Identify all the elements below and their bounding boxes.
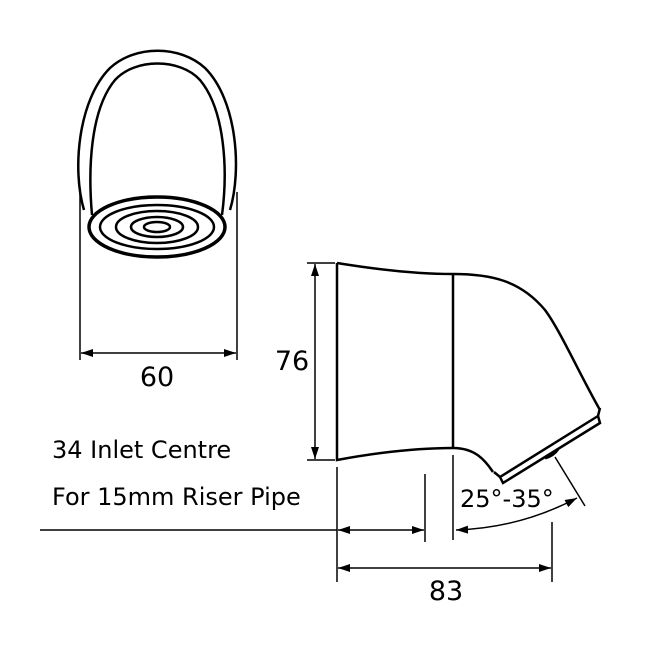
body-outline (335, 261, 602, 473)
head-outer-outline (77, 49, 238, 211)
angle-reference-line (554, 456, 586, 507)
spray-ring-1 (98, 203, 216, 251)
nozzle-plate-front (498, 415, 602, 485)
angle-label: 25°-35° (460, 485, 554, 513)
height-label: 76 (275, 346, 309, 377)
nozzle-tip (544, 448, 560, 460)
nozzle-plate (493, 407, 602, 479)
spray-face-outer (87, 195, 227, 259)
spray-ring-4 (142, 220, 172, 234)
width-label: 60 (140, 362, 174, 393)
front-view (77, 49, 238, 360)
inlet-centre-note: 34 Inlet Centre (52, 436, 231, 464)
depth-label: 83 (429, 576, 463, 607)
spray-ring-3 (129, 215, 185, 239)
side-view (335, 261, 602, 485)
angle-arc (455, 497, 578, 534)
height-dimension (307, 262, 335, 461)
riser-pipe-note: For 15mm Riser Pipe (52, 483, 301, 511)
head-inner-outline (89, 62, 226, 216)
bottom-dimensions (40, 455, 586, 582)
spray-ring-2 (114, 209, 200, 245)
